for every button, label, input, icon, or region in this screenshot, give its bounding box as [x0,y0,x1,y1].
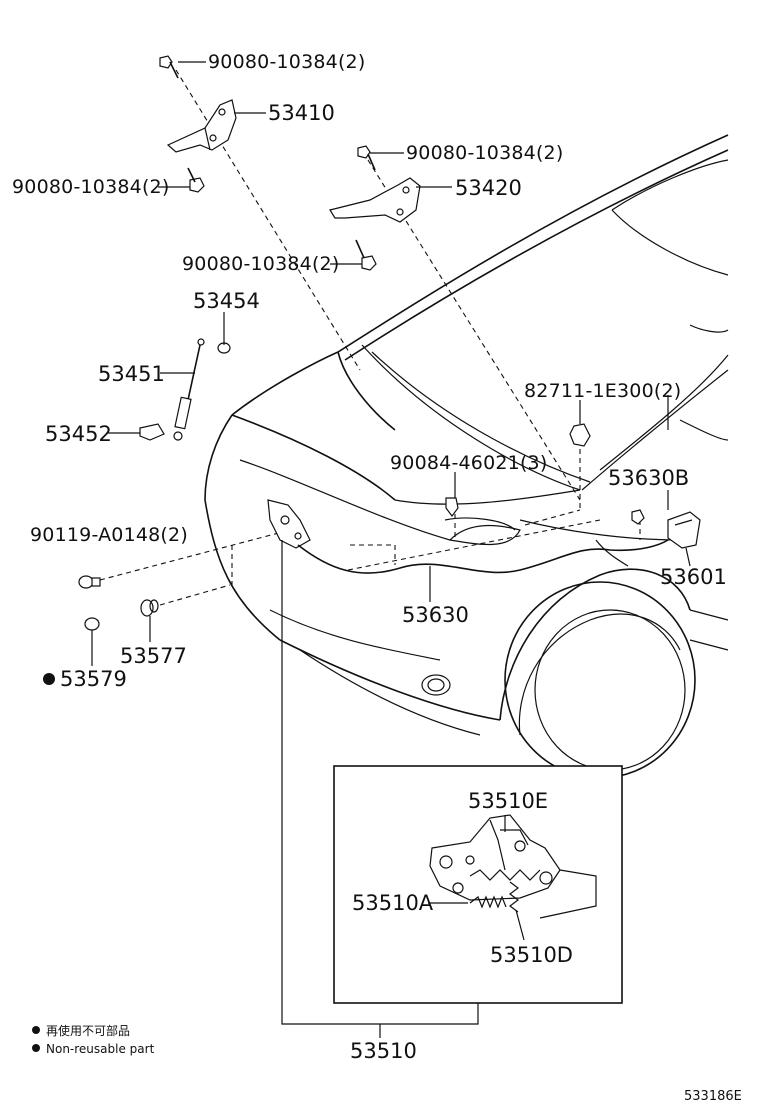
label-90119: 90119-A0148(2) [30,524,188,546]
hood-support-rod-53451[interactable] [173,338,205,441]
release-lever-53601[interactable] [667,511,701,549]
legend-english: Non-reusable part [46,1042,155,1056]
support-holder-53452[interactable] [139,423,165,441]
label-53630b: 53630B [608,466,689,490]
label-53451: 53451 [98,362,165,386]
part-labels: 90080-10384(2) 53410 90080-10384(2) 9008… [12,51,727,1063]
label-bolt-right-top: 90080-10384(2) [406,142,563,164]
label-53454: 53454 [193,289,260,313]
bolt-icon [159,55,179,79]
label-53510d: 53510D [490,943,573,967]
legend: 再使用不可部品 Non-reusable part [32,1023,155,1056]
diagram-code: 533186E [684,1089,742,1104]
label-bolt-right-bottom: 90080-10384(2) [182,253,339,275]
label-53510e: 53510E [468,789,548,813]
label-90084: 90084-46021(3) [390,452,547,474]
bullet-icon [32,1026,40,1034]
label-bolt-top: 90080-10384(2) [208,51,365,73]
hood-hinge-53420[interactable] [329,177,421,223]
label-53630: 53630 [402,603,469,627]
label-53510a: 53510A [352,891,434,915]
label-53601: 53601 [660,565,727,589]
bullet-icon [32,1044,40,1052]
hood-hinge-53410[interactable] [166,99,237,153]
bolt-icon [355,239,377,271]
clip-82711[interactable] [569,423,591,447]
bolt-icon [357,145,376,171]
label-bolt-left: 90080-10384(2) [12,176,169,198]
non-reusable-mark-icon [43,673,55,685]
cushion-53577[interactable] [140,599,159,617]
label-53510: 53510 [350,1039,417,1063]
label-53452: 53452 [45,422,112,446]
cushion-53579[interactable] [84,617,100,631]
label-53410: 53410 [268,101,335,125]
clip-90084[interactable] [445,497,459,517]
bolt-icon [187,167,205,193]
assembly-dashed-lines [99,69,641,606]
label-82711: 82711-1E300(2) [524,380,681,402]
hood-lock-installed[interactable] [267,499,311,549]
label-53579: 53579 [60,667,127,691]
label-53577: 53577 [120,644,187,668]
label-lead-lines [91,61,691,1038]
label-53420: 53420 [455,176,522,200]
legend-japanese: 再使用不可部品 [46,1023,130,1038]
screw-90119[interactable] [78,575,101,589]
car-body-outline [204,134,729,779]
lock-detail-box [333,765,623,1004]
release-cable-53630[interactable] [297,539,669,574]
clip-icon [631,509,645,525]
